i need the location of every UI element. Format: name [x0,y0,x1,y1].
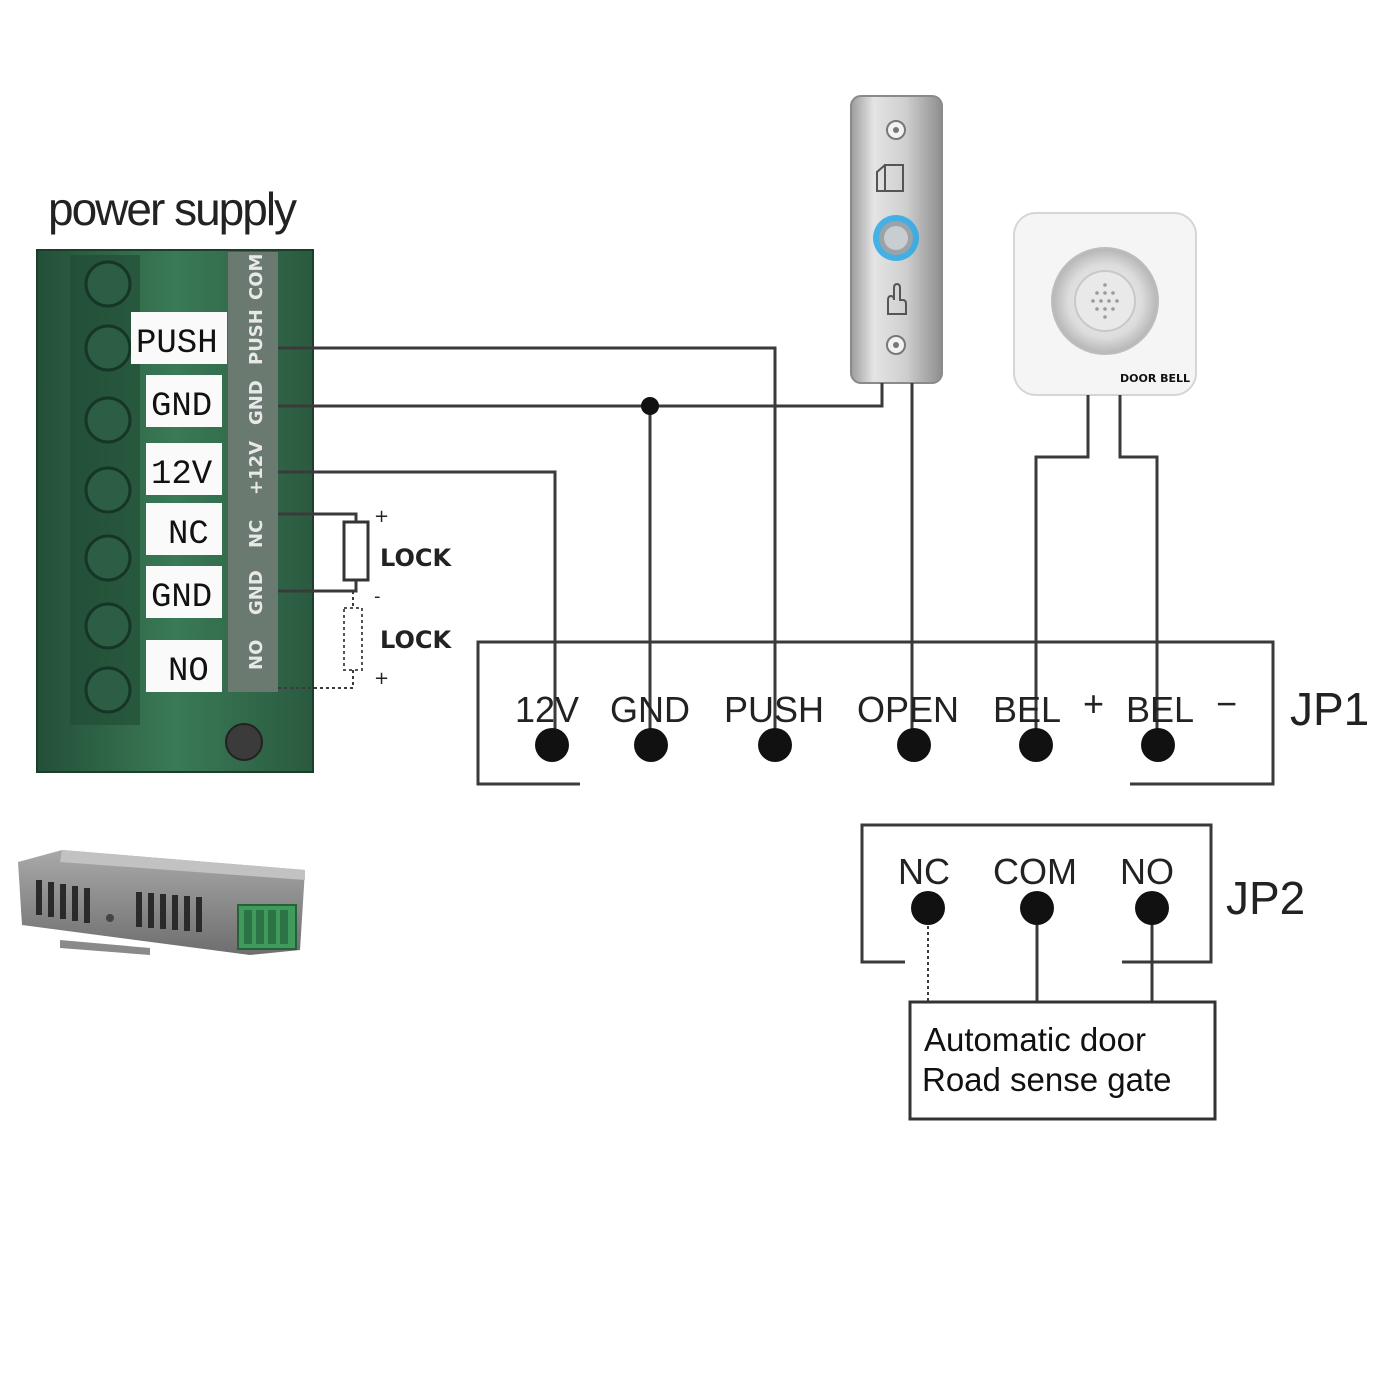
side-label-push: PUSH [246,309,267,365]
door-icon [876,164,904,192]
door-bell-label: DOOR BELL [1120,372,1190,385]
power-supply-title: power supply [48,183,297,235]
side-label-gnd-2: GND [246,570,267,615]
jp1-pins [535,728,1175,762]
exit-button-icon [873,215,919,261]
jp2-pin-com: COM [993,851,1077,892]
jp2-pin-no: NO [1120,851,1174,892]
lock-minus: - [374,586,381,607]
terminal-label-12v: 12V [151,456,213,494]
jp1-pin-12v: 12V [515,689,579,730]
lock-label-top: LOCK [380,544,452,572]
side-label-com: COM [246,254,267,300]
automatic-door-box: Automatic door Road sense gate [908,1000,1217,1121]
power-supply-terminal-board: COM PUSH GND +12V NC GND NO PUSH GND 12V… [36,249,314,773]
speaker-icon [1091,283,1119,319]
jp1-pin-dot [535,728,569,762]
jp1-pin-labels: 12V GND PUSH OPEN BEL + BEL − [515,683,1237,730]
jp1-minus-sign: − [1216,683,1237,724]
side-label-nc: NC [246,520,267,548]
jp1-pin-dot [897,728,931,762]
jp1-pin-bel-minus: BEL [1126,689,1194,730]
jp1-pin-gnd: GND [610,689,690,730]
terminal-label-push: PUSH [136,325,218,363]
terminal-label-no: NO [168,653,209,691]
wires [278,346,1159,1002]
jp1-name: JP1 [1290,683,1369,735]
jp1-connector: 12V GND PUSH OPEN BEL + BEL − JP1 [476,640,1369,786]
jp2-name: JP2 [1226,872,1305,924]
junction-dot [641,397,659,415]
door-bell: DOOR BELL [1013,212,1197,396]
exit-push-button [850,95,943,384]
terminal-label-gnd-2: GND [151,579,212,617]
jp1-pin-dot [1019,728,1053,762]
side-label-gnd: GND [246,380,267,425]
terminal-screws [84,260,263,761]
jp2-pin-dot [1020,891,1054,925]
jp1-pin-dot [1141,728,1175,762]
power-supply-unit [18,850,305,955]
hand-icon [887,282,907,315]
jp2-pin-nc: NC [898,851,950,892]
jp1-pin-push: PUSH [724,689,824,730]
lock-symbols: + - + LOCK LOCK [342,506,452,689]
jp1-pin-open: OPEN [857,689,959,730]
lock-resistor-dashed-icon [343,607,363,671]
side-label-12v: +12V [246,441,267,495]
jp2-pin-dot [911,891,945,925]
lock-plus-top: + [374,506,389,527]
jp2-pins [911,891,1169,925]
terminal-label-nc: NC [168,516,209,554]
lock-label-bottom: LOCK [380,626,452,654]
jp2-pin-dot [1135,891,1169,925]
jp1-pin-bel-plus: BEL [993,689,1061,730]
automatic-door-line2: Road sense gate [922,1061,1172,1098]
jp1-pin-dot [758,728,792,762]
lock-plus-bottom: + [374,668,389,689]
terminal-label-gnd: GND [151,388,212,426]
side-label-no: NO [246,640,267,670]
automatic-door-line1: Automatic door [924,1021,1146,1058]
jp1-plus-sign: + [1083,683,1104,724]
jp2-pin-labels: NC COM NO [898,851,1174,892]
jp2-connector: NC COM NO JP2 [860,823,1305,964]
jp1-pin-dot [634,728,668,762]
terminal-labels: PUSH GND 12V NC GND NO [131,312,227,692]
lock-resistor-icon [342,520,370,582]
